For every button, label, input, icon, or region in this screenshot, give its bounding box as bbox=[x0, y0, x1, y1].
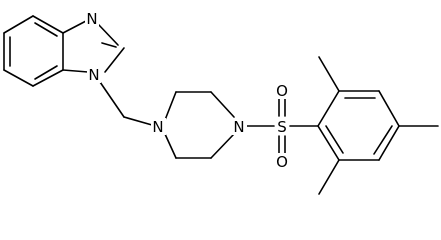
atom-oxygen-top: O bbox=[275, 82, 290, 100]
mesityl-ring bbox=[317, 90, 400, 161]
molecule-canvas: N N N N S O O bbox=[3, 10, 439, 195]
svg-text:O: O bbox=[276, 82, 288, 100]
atom-sulfur: S bbox=[275, 118, 289, 136]
svg-text:N: N bbox=[152, 118, 163, 136]
benzimidazole-imidazole-ring bbox=[62, 20, 125, 73]
atom-n-imidazole: N bbox=[85, 10, 99, 28]
atom-n-piperazine-left: N bbox=[151, 118, 166, 136]
atom-n-piperazine-right: N bbox=[232, 118, 247, 136]
sulfonyl-group bbox=[245, 98, 319, 154]
svg-text:N: N bbox=[233, 118, 244, 136]
piperazine-ring bbox=[164, 91, 235, 159]
atom-oxygen-bottom: O bbox=[275, 153, 290, 171]
molecule-structure: N N N N S O O bbox=[3, 10, 439, 195]
methyl-groups bbox=[318, 56, 439, 195]
svg-text:O: O bbox=[276, 153, 288, 171]
methylene-linker bbox=[99, 81, 153, 126]
svg-text:N: N bbox=[88, 66, 99, 84]
svg-text:S: S bbox=[277, 118, 287, 136]
benzimidazole-benzene-ring bbox=[3, 15, 64, 87]
atom-n-benzimidazole: N bbox=[87, 66, 101, 84]
svg-text:N: N bbox=[86, 10, 97, 28]
